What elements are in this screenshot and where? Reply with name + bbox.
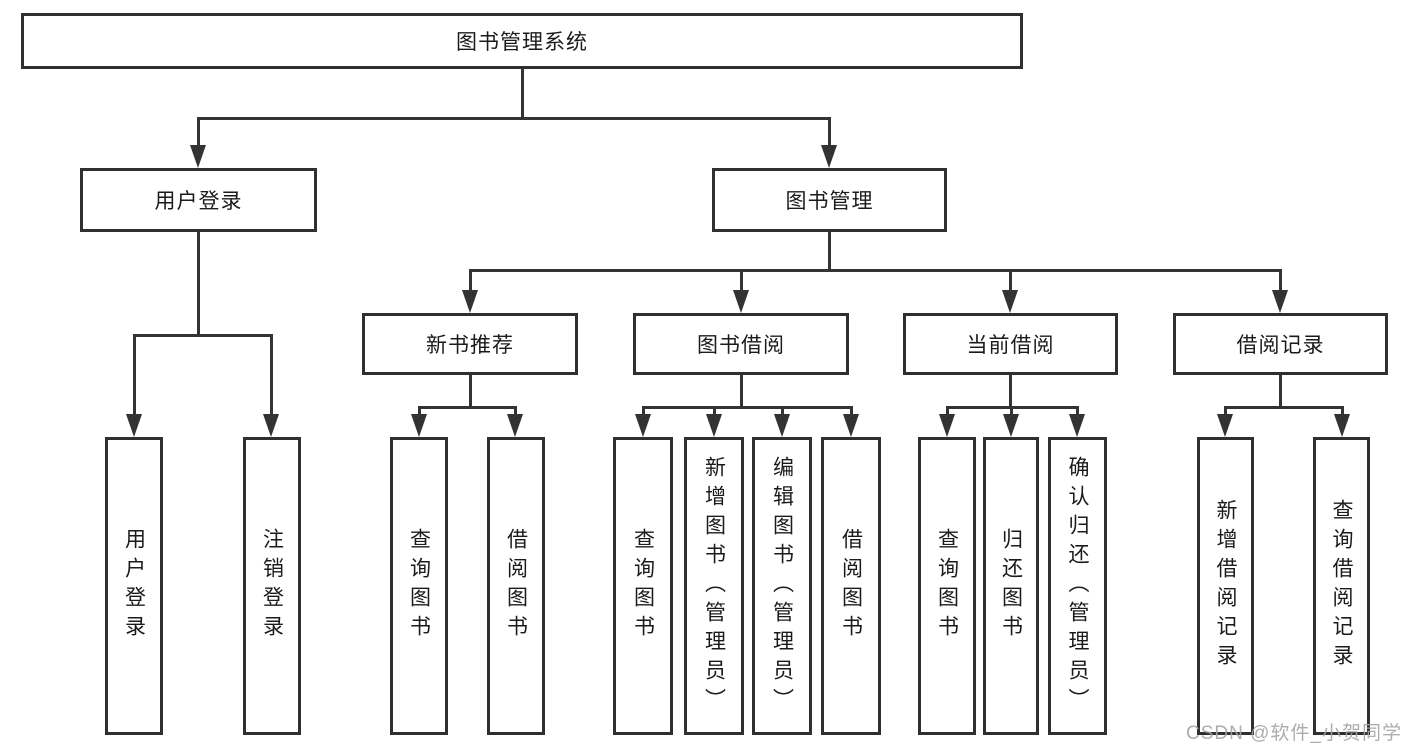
connector-line — [1278, 375, 1282, 409]
leaf-recommend-borrow-book: 借阅图书 — [487, 437, 545, 735]
leaf-label: 归还图书 — [999, 528, 1023, 644]
arrow-down-icon — [821, 145, 837, 168]
connector-line — [468, 269, 1282, 272]
node-label: 新书推荐 — [426, 334, 514, 357]
connector-line — [513, 406, 517, 418]
arrow-down-icon — [706, 414, 722, 437]
leaf-label: 新增图书（管理员） — [702, 455, 726, 717]
node-root-system: 图书管理系统 — [21, 13, 1023, 69]
node-label: 图书管理系统 — [456, 31, 588, 54]
connector-line — [417, 406, 421, 418]
connector-line — [1340, 406, 1344, 418]
node-label: 图书借阅 — [697, 334, 785, 357]
watermark: CSDN @软件_小贺同学 — [1186, 723, 1402, 744]
arrow-down-icon — [190, 145, 206, 168]
arrow-down-icon — [1002, 290, 1018, 313]
leaf-borrow-edit-book-admin: 编辑图书（管理员） — [752, 437, 812, 735]
leaf-label: 用户登录 — [122, 528, 146, 644]
arrow-down-icon — [411, 414, 427, 437]
leaf-borrow-add-book-admin: 新增图书（管理员） — [684, 437, 744, 735]
connector-line — [520, 69, 524, 119]
leaf-borrow-query-book: 查询图书 — [613, 437, 673, 735]
connector-line — [641, 406, 853, 409]
connector-line — [196, 117, 200, 149]
leaf-record-query-borrow-record: 查询借阅记录 — [1313, 437, 1370, 735]
arrow-down-icon — [635, 414, 651, 437]
connector-line — [1223, 406, 1343, 409]
connector-line — [712, 406, 716, 418]
node-label: 借阅记录 — [1236, 334, 1325, 357]
node-current-borrow: 当前借阅 — [903, 313, 1118, 375]
arrow-down-icon — [1069, 414, 1085, 437]
arrow-down-icon — [1003, 414, 1019, 437]
arrow-down-icon — [939, 414, 955, 437]
node-label: 用户登录 — [154, 190, 243, 213]
leaf-current-confirm-return-admin: 确认归还（管理员） — [1048, 437, 1107, 735]
connector-line — [739, 269, 743, 294]
arrow-down-icon — [843, 414, 859, 437]
leaf-label: 查询图书 — [935, 528, 959, 644]
connector-line — [417, 406, 517, 409]
connector-line — [196, 232, 200, 337]
connector-line — [132, 334, 136, 418]
connector-line — [468, 269, 472, 294]
node-label: 当前借阅 — [966, 334, 1055, 357]
leaf-record-add-borrow-record: 新增借阅记录 — [1197, 437, 1254, 735]
connector-line — [1009, 406, 1013, 418]
leaf-label: 查询图书 — [631, 528, 655, 644]
leaf-label: 借阅图书 — [839, 528, 863, 644]
leaf-recommend-query-book: 查询图书 — [390, 437, 448, 735]
leaf-logout: 注销登录 — [243, 437, 301, 735]
connector-line — [269, 334, 273, 418]
connector-line — [1278, 269, 1282, 294]
node-new-book-recommend: 新书推荐 — [362, 313, 578, 375]
arrow-down-icon — [462, 290, 478, 313]
leaf-current-query-book: 查询图书 — [918, 437, 976, 735]
connector-line — [739, 375, 743, 409]
arrow-down-icon — [774, 414, 790, 437]
node-book-management: 图书管理 — [712, 168, 947, 232]
leaf-borrow-borrow-book: 借阅图书 — [821, 437, 881, 735]
leaf-label: 确认归还（管理员） — [1066, 455, 1089, 717]
node-borrow-record: 借阅记录 — [1173, 313, 1388, 375]
arrow-down-icon — [263, 414, 279, 437]
connector-line — [945, 406, 949, 418]
connector-line — [132, 334, 273, 337]
connector-line — [468, 375, 472, 409]
leaf-current-return-book: 归还图书 — [983, 437, 1039, 735]
connector-line — [780, 406, 784, 418]
connector-line — [827, 117, 831, 149]
node-label: 图书管理 — [785, 190, 874, 213]
leaf-label: 新增借阅记录 — [1214, 499, 1237, 673]
connector-line — [849, 406, 853, 418]
connector-line — [196, 117, 831, 120]
leaf-label: 查询借阅记录 — [1330, 499, 1353, 673]
leaf-label: 编辑图书（管理员） — [770, 455, 794, 717]
arrow-down-icon — [1334, 414, 1350, 437]
leaf-label: 借阅图书 — [504, 528, 528, 644]
node-user-login: 用户登录 — [80, 168, 317, 232]
connector-line — [1008, 375, 1012, 409]
leaf-label: 注销登录 — [260, 528, 284, 644]
connector-line — [1075, 406, 1079, 418]
leaf-label: 查询图书 — [407, 528, 431, 644]
arrow-down-icon — [507, 414, 523, 437]
arrow-down-icon — [1217, 414, 1233, 437]
connector-line — [1223, 406, 1227, 418]
arrow-down-icon — [1272, 290, 1288, 313]
connector-line — [1008, 269, 1012, 294]
arrow-down-icon — [733, 290, 749, 313]
leaf-user-login: 用户登录 — [105, 437, 163, 735]
node-book-borrow: 图书借阅 — [633, 313, 849, 375]
connector-line — [641, 406, 645, 418]
connector-line — [827, 232, 831, 272]
arrow-down-icon — [126, 414, 142, 437]
